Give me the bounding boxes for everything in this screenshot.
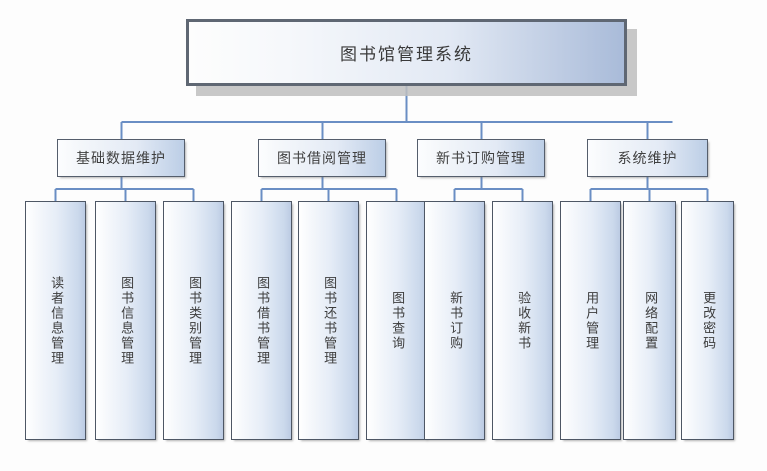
leaf-node-label: 图书借书管理 xyxy=(254,275,270,366)
leaf-node-book-borrow-management[interactable]: 图书借书管理 xyxy=(231,201,292,440)
leaf-node-label: 用户管理 xyxy=(583,290,599,351)
leaf-node-label: 读者信息管理 xyxy=(48,275,64,366)
root-node-library-management-system[interactable]: 图书馆管理系统 xyxy=(186,19,627,86)
leaf-node-change-password[interactable]: 更改密码 xyxy=(681,201,734,440)
group-node-basic-data-maintenance[interactable]: 基础数据维护 xyxy=(57,139,185,177)
group-node-book-lending-management[interactable]: 图书借阅管理 xyxy=(258,139,386,177)
leaf-node-label: 新书订购 xyxy=(447,290,463,351)
leaf-node-label: 图书信息管理 xyxy=(118,275,134,366)
leaf-node-reader-info-management[interactable]: 读者信息管理 xyxy=(25,201,86,440)
group-node-label: 系统维护 xyxy=(617,151,678,167)
leaf-node-book-info-management[interactable]: 图书信息管理 xyxy=(95,201,156,440)
group-node-new-book-ordering-management[interactable]: 新书订购管理 xyxy=(417,139,545,177)
leaf-node-label: 验收新书 xyxy=(515,290,531,351)
group-node-label: 图书借阅管理 xyxy=(277,151,367,167)
leaf-node-label: 图书类别管理 xyxy=(186,275,202,366)
leaf-node-network-configuration[interactable]: 网络配置 xyxy=(623,201,676,440)
leaf-node-label: 图书查询 xyxy=(389,290,405,351)
leaf-node-label: 网络配置 xyxy=(642,290,658,351)
leaf-node-book-query[interactable]: 图书查询 xyxy=(366,201,427,440)
root-node-label: 图书馆管理系统 xyxy=(340,45,473,65)
leaf-node-label: 更改密码 xyxy=(700,290,716,351)
leaf-node-new-book-order[interactable]: 新书订购 xyxy=(424,201,485,440)
group-node-label: 新书订购管理 xyxy=(436,151,526,167)
leaf-node-book-category-management[interactable]: 图书类别管理 xyxy=(163,201,224,440)
leaf-node-label: 图书还书管理 xyxy=(321,275,337,366)
group-node-system-maintenance[interactable]: 系统维护 xyxy=(587,139,708,177)
group-node-label: 基础数据维护 xyxy=(76,151,166,167)
leaf-node-book-return-management[interactable]: 图书还书管理 xyxy=(298,201,359,440)
leaf-node-new-book-acceptance[interactable]: 验收新书 xyxy=(492,201,553,440)
leaf-node-user-management[interactable]: 用户管理 xyxy=(560,201,621,440)
